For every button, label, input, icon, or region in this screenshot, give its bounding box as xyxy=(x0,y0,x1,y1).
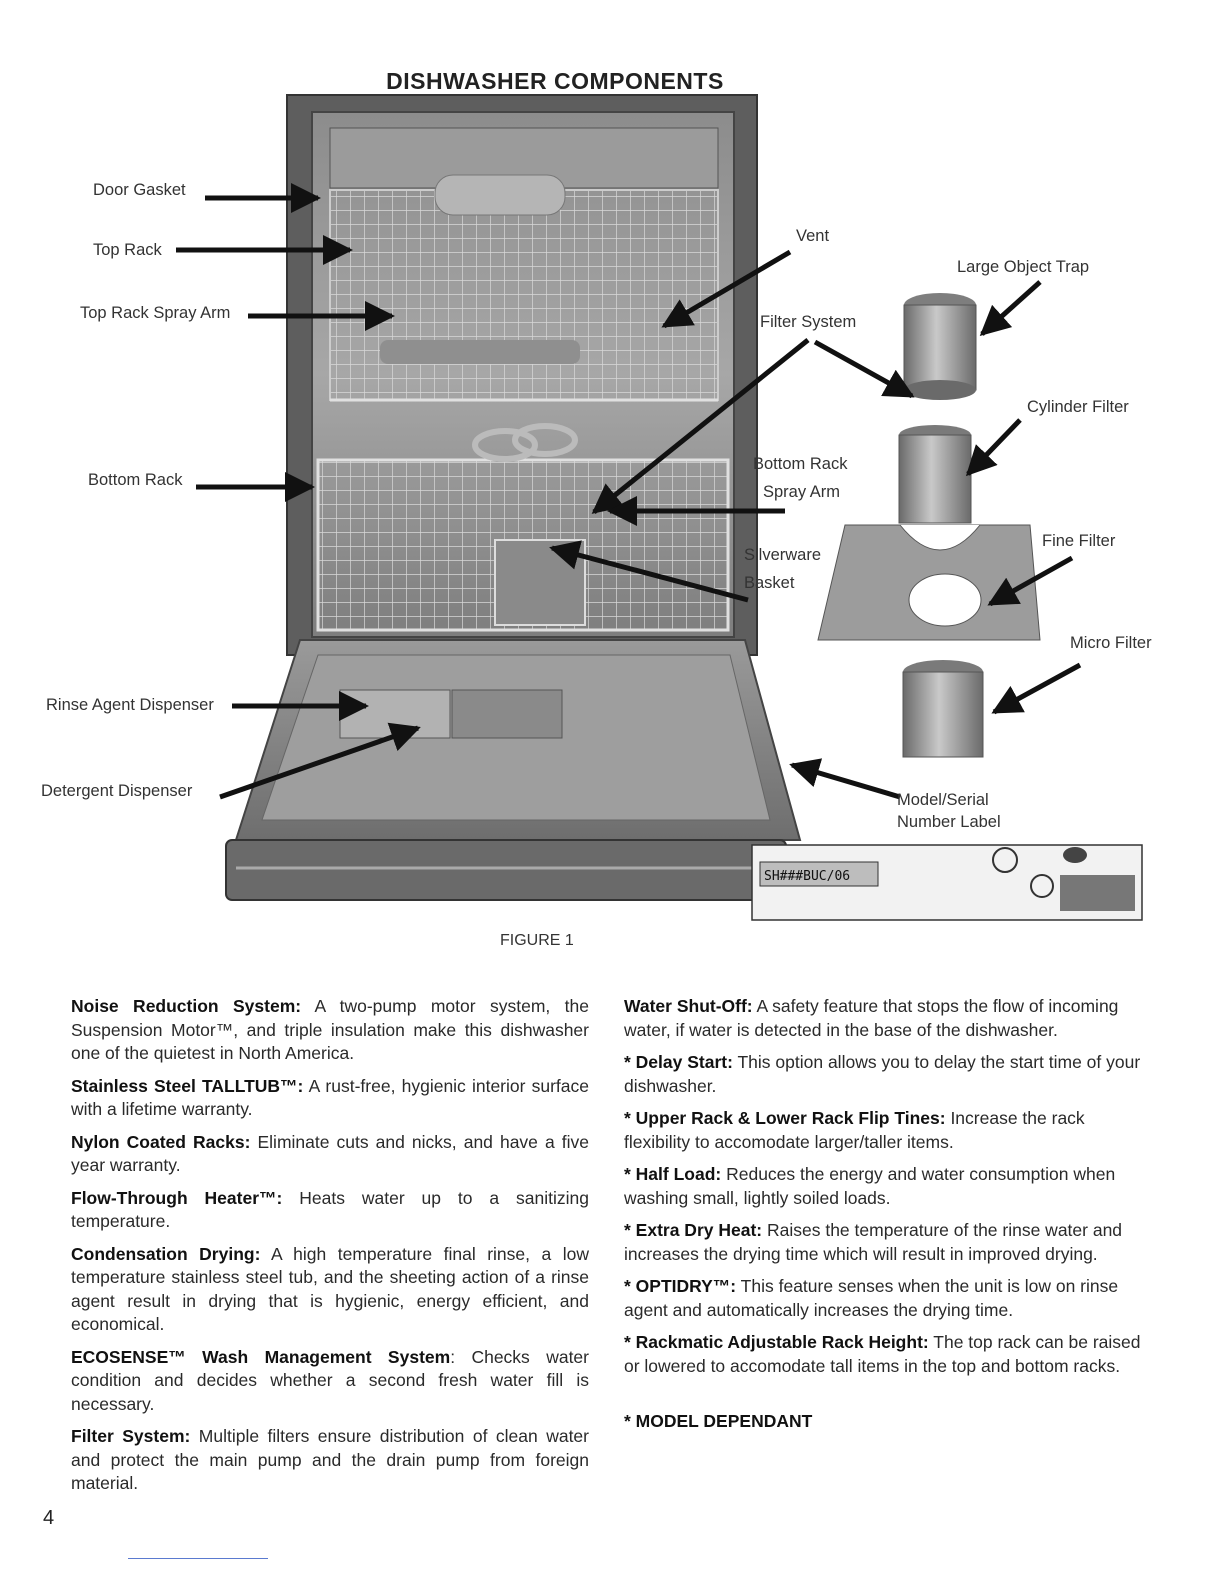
arrow-micro-filter xyxy=(991,662,1082,715)
label-model-serial-line1: Model/Serial xyxy=(897,791,989,809)
label-micro-filter: Micro Filter xyxy=(1070,634,1152,652)
model-dependant-note: * MODEL DEPENDANT xyxy=(624,1411,813,1431)
arrow-filter-system-left xyxy=(591,338,810,514)
feature-text: The top rack can be raised or lowered to… xyxy=(624,1332,1141,1376)
filter-components xyxy=(817,293,1041,758)
label-top-rack: Top Rack xyxy=(93,241,162,259)
feature-term: * Rackmatic Adjustable Rack Height: xyxy=(624,1332,929,1352)
figure-caption: FIGURE 1 xyxy=(500,932,574,949)
arrow-large-object-trap xyxy=(979,280,1042,337)
feature-text: A rust-free, hygienic interior surface w… xyxy=(71,1075,589,1120)
label-model-serial-line2: Number Label xyxy=(897,813,1001,831)
feature-item: Nylon Coated Racks: Eliminate cuts and n… xyxy=(71,1131,589,1178)
feature-term: Condensation Drying: xyxy=(71,1243,261,1264)
feature-item: * Half Load: Reduces the energy and wate… xyxy=(624,1163,1142,1210)
label-cylinder-filter: Cylinder Filter xyxy=(1027,398,1129,416)
dishwasher-photo xyxy=(225,94,802,901)
feature-item: * Delay Start: This option allows you to… xyxy=(624,1051,1142,1098)
feature-text: : Checks water condition and decides whe… xyxy=(71,1346,589,1414)
feature-term: * Extra Dry Heat: xyxy=(624,1220,763,1240)
feature-term: Stainless Steel TALLTUB™: xyxy=(71,1075,304,1096)
dishwasher-figure: SH###BUC/06 xyxy=(176,94,1143,921)
arrow-cylinder-filter xyxy=(965,418,1022,477)
feature-item: * Upper Rack & Lower Rack Flip Tines: In… xyxy=(624,1107,1142,1154)
feature-text: A high temperature final rinse, a low te… xyxy=(71,1243,589,1335)
feature-item: Flow-Through Heater™: Heats water up to … xyxy=(71,1187,589,1234)
feature-text: A two-pump motor system, the Suspension … xyxy=(71,996,589,1063)
feature-item: Water Shut-Off: A safety feature that st… xyxy=(624,995,1142,1042)
feature-term: * Delay Start: xyxy=(624,1052,733,1072)
feature-text: Reduces the energy and water consumption… xyxy=(624,1164,1116,1208)
page-number: 4 xyxy=(43,1507,55,1529)
feature-term: Flow-Through Heater™: xyxy=(71,1187,283,1208)
feature-item: Condensation Drying: A high temperature … xyxy=(71,1243,589,1337)
arrow-fine-filter xyxy=(987,555,1074,607)
feature-term: Noise Reduction System: xyxy=(71,996,302,1016)
feature-term: * OPTIDRY™: xyxy=(624,1276,737,1296)
feature-term: Nylon Coated Racks: xyxy=(71,1131,251,1152)
feature-item: Noise Reduction System: A two-pump motor… xyxy=(71,995,589,1066)
feature-text: This feature senses when the unit is low… xyxy=(624,1276,1119,1320)
feature-text: A safety feature that stops the flow of … xyxy=(624,996,1119,1040)
model-serial-label: SH###BUC/06 xyxy=(751,844,1143,921)
serial-number-text: SH###BUC/06 xyxy=(764,869,850,884)
label-bottom-rack-spray-arm-line2: Spray Arm xyxy=(763,483,841,501)
feature-term: Water Shut-Off: xyxy=(624,996,753,1016)
label-silverware-basket-line2: Basket xyxy=(744,574,795,592)
label-fine-filter: Fine Filter xyxy=(1042,532,1116,550)
feature-text: This option allows you to delay the star… xyxy=(624,1052,1141,1096)
feature-term: * Upper Rack & Lower Rack Flip Tines: xyxy=(624,1108,946,1128)
arrow-filter-system-right xyxy=(813,339,915,399)
feature-text: Eliminate cuts and nicks, and have a fiv… xyxy=(71,1131,589,1176)
label-bottom-rack-spray-arm-line1: Bottom Rack xyxy=(753,455,848,473)
feature-item: * OPTIDRY™: This feature senses when the… xyxy=(624,1275,1142,1322)
features-left-column: Noise Reduction System: A two-pump motor… xyxy=(71,995,589,1505)
arrow-silverware-basket xyxy=(549,540,749,603)
callout-arrows xyxy=(176,183,1082,800)
footer-line xyxy=(128,1558,268,1559)
label-door-gasket: Door Gasket xyxy=(93,181,186,199)
arrow-model-serial xyxy=(789,758,901,800)
arrow-vent xyxy=(661,249,792,329)
label-rinse-agent-dispenser: Rinse Agent Dispenser xyxy=(46,696,214,714)
feature-item: * Rackmatic Adjustable Rack Height: The … xyxy=(624,1331,1142,1378)
feature-text: Increase the rack flexibility to accomod… xyxy=(624,1108,1085,1152)
feature-text: Multiple filters ensure distribution of … xyxy=(71,1426,589,1493)
features-right-column: Water Shut-Off: A safety feature that st… xyxy=(624,995,1142,1443)
label-large-object-trap: Large Object Trap xyxy=(957,258,1090,276)
label-top-rack-spray-arm: Top Rack Spray Arm xyxy=(80,304,231,322)
feature-term: ECOSENSE™ Wash Management System xyxy=(71,1346,451,1367)
label-filter-system: Filter System xyxy=(760,313,857,331)
feature-text: Heats water up to a sanitizing temperatu… xyxy=(71,1187,590,1232)
feature-item: Stainless Steel TALLTUB™: A rust-free, h… xyxy=(71,1075,589,1122)
feature-item: Filter System: Multiple filters ensure d… xyxy=(71,1425,589,1496)
label-vent: Vent xyxy=(796,227,830,245)
feature-item: ECOSENSE™ Wash Management System: Checks… xyxy=(71,1346,589,1417)
feature-term: Filter System: xyxy=(71,1426,191,1446)
label-bottom-rack: Bottom Rack xyxy=(88,471,183,489)
label-detergent-dispenser: Detergent Dispenser xyxy=(41,782,193,800)
arrow-detergent xyxy=(219,722,421,800)
page-title: DISHWASHER COMPONENTS xyxy=(386,68,724,94)
feature-text: Raises the temperature of the rinse wate… xyxy=(624,1220,1123,1264)
feature-term: * Half Load: xyxy=(624,1164,722,1184)
feature-item: * Extra Dry Heat: Raises the temperature… xyxy=(624,1219,1142,1266)
label-silverware-basket-line1: Silverware xyxy=(744,546,822,564)
